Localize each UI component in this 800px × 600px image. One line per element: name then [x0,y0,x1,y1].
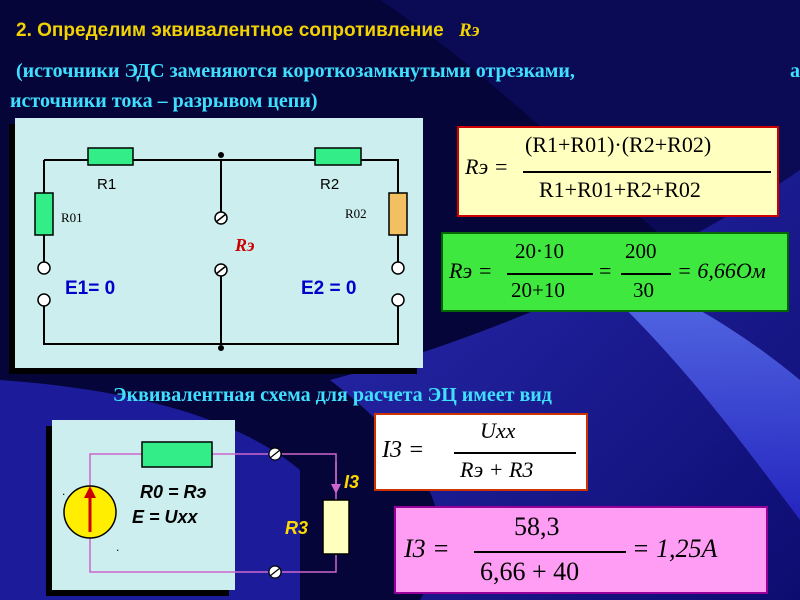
resistor-r01 [34,192,54,236]
formula3-numerator: Uxx [480,418,516,443]
formula-i3-numeric: I3 = 58,3 6,66 + 40 = 1,25A [394,506,768,594]
label-r0: R0 = Rэ [140,482,207,502]
subheading-line1: (источники ЭДС заменяются короткозамкнут… [16,60,575,82]
circuit-diagram [34,147,408,351]
internal-resistor [141,441,213,468]
formula2-den1: 20+10 [511,278,565,302]
formula1-numerator: (R1+R01)·(R2+R02) [525,132,712,157]
label-r1: R1 [97,176,117,193]
subheading-line1-end: а [790,60,800,82]
equivalent-caption: Эквивалентная схема для расчета ЭЦ имеет… [113,384,552,406]
resistor-r2 [314,147,362,166]
label-e1: E1= 0 [65,278,116,299]
label-e2: E2 = 0 [301,278,357,299]
terminal-e2-top [391,261,405,275]
terminal-e1-top [37,261,51,275]
label-e-uxx: E = Uxx [132,507,198,527]
formula4-fraction-line [474,551,626,553]
svg-text:.: . [116,540,119,554]
formula2-num1: 20·10 [515,239,564,263]
formula-re-general: Rэ = (R1+R01)·(R2+R02) R1+R01+R2+R02 [457,126,779,217]
label-i3: I3 [344,472,360,492]
equivalent-panel: . . R0 = Rэ E = Uxx [52,420,235,590]
formula-re-numeric: Rэ = 20·10 20+10 = 200 30 = 6,66Ом [441,232,789,312]
label-r3: R3 [285,518,309,538]
formula2-eq: = [599,258,612,283]
formula4-result: = 1,25A [632,534,718,563]
terminal-e1-bottom [37,293,51,307]
formula2-num2: 200 [625,239,657,263]
label-r01: R01 [61,210,83,225]
formula1-lhs: Rэ = [465,154,509,179]
formula2-fraction-line1 [507,273,593,275]
resistor-r1 [87,147,134,166]
svg-text:.: . [62,484,65,498]
formula4-numerator: 58,3 [514,512,560,541]
subheading-line2: источники тока – разрывом цепи) [10,90,318,112]
formula2-lhs: Rэ = [449,258,493,283]
equivalent-source-diagram: . . [62,441,235,573]
formula1-denominator: R1+R01+R2+R02 [539,177,701,202]
label-r2: R2 [320,176,340,193]
step-number: 2. [16,20,32,41]
title-text: Определим эквивалентное сопротивление [37,20,444,41]
circuit-panel: R1 R2 R01 R02 Rэ E1= 0 E2 = 0 [15,118,423,368]
formula4-denominator: 6,66 + 40 [480,557,580,586]
formula2-fraction-line2 [621,273,671,275]
formula3-denominator: Rэ + R3 [460,457,534,482]
formula3-lhs: I3 = [382,437,425,463]
resistor-r02 [388,192,408,236]
formula-i3-general: I3 = Uxx Rэ + R3 [374,413,588,491]
formula3-fraction-line [454,452,576,454]
label-r02: R02 [345,206,367,221]
label-re: Rэ [235,235,255,255]
terminal-e2-bottom [391,293,405,307]
formula2-result: = 6,66Ом [677,258,766,283]
page-title: 2. Определим эквивалентное сопротивление… [16,20,480,42]
title-symbol: Rэ [458,20,480,41]
formula2-den2: 30 [633,278,654,302]
formula4-lhs: I3 = [404,534,450,563]
formula1-fraction-line [523,171,771,173]
